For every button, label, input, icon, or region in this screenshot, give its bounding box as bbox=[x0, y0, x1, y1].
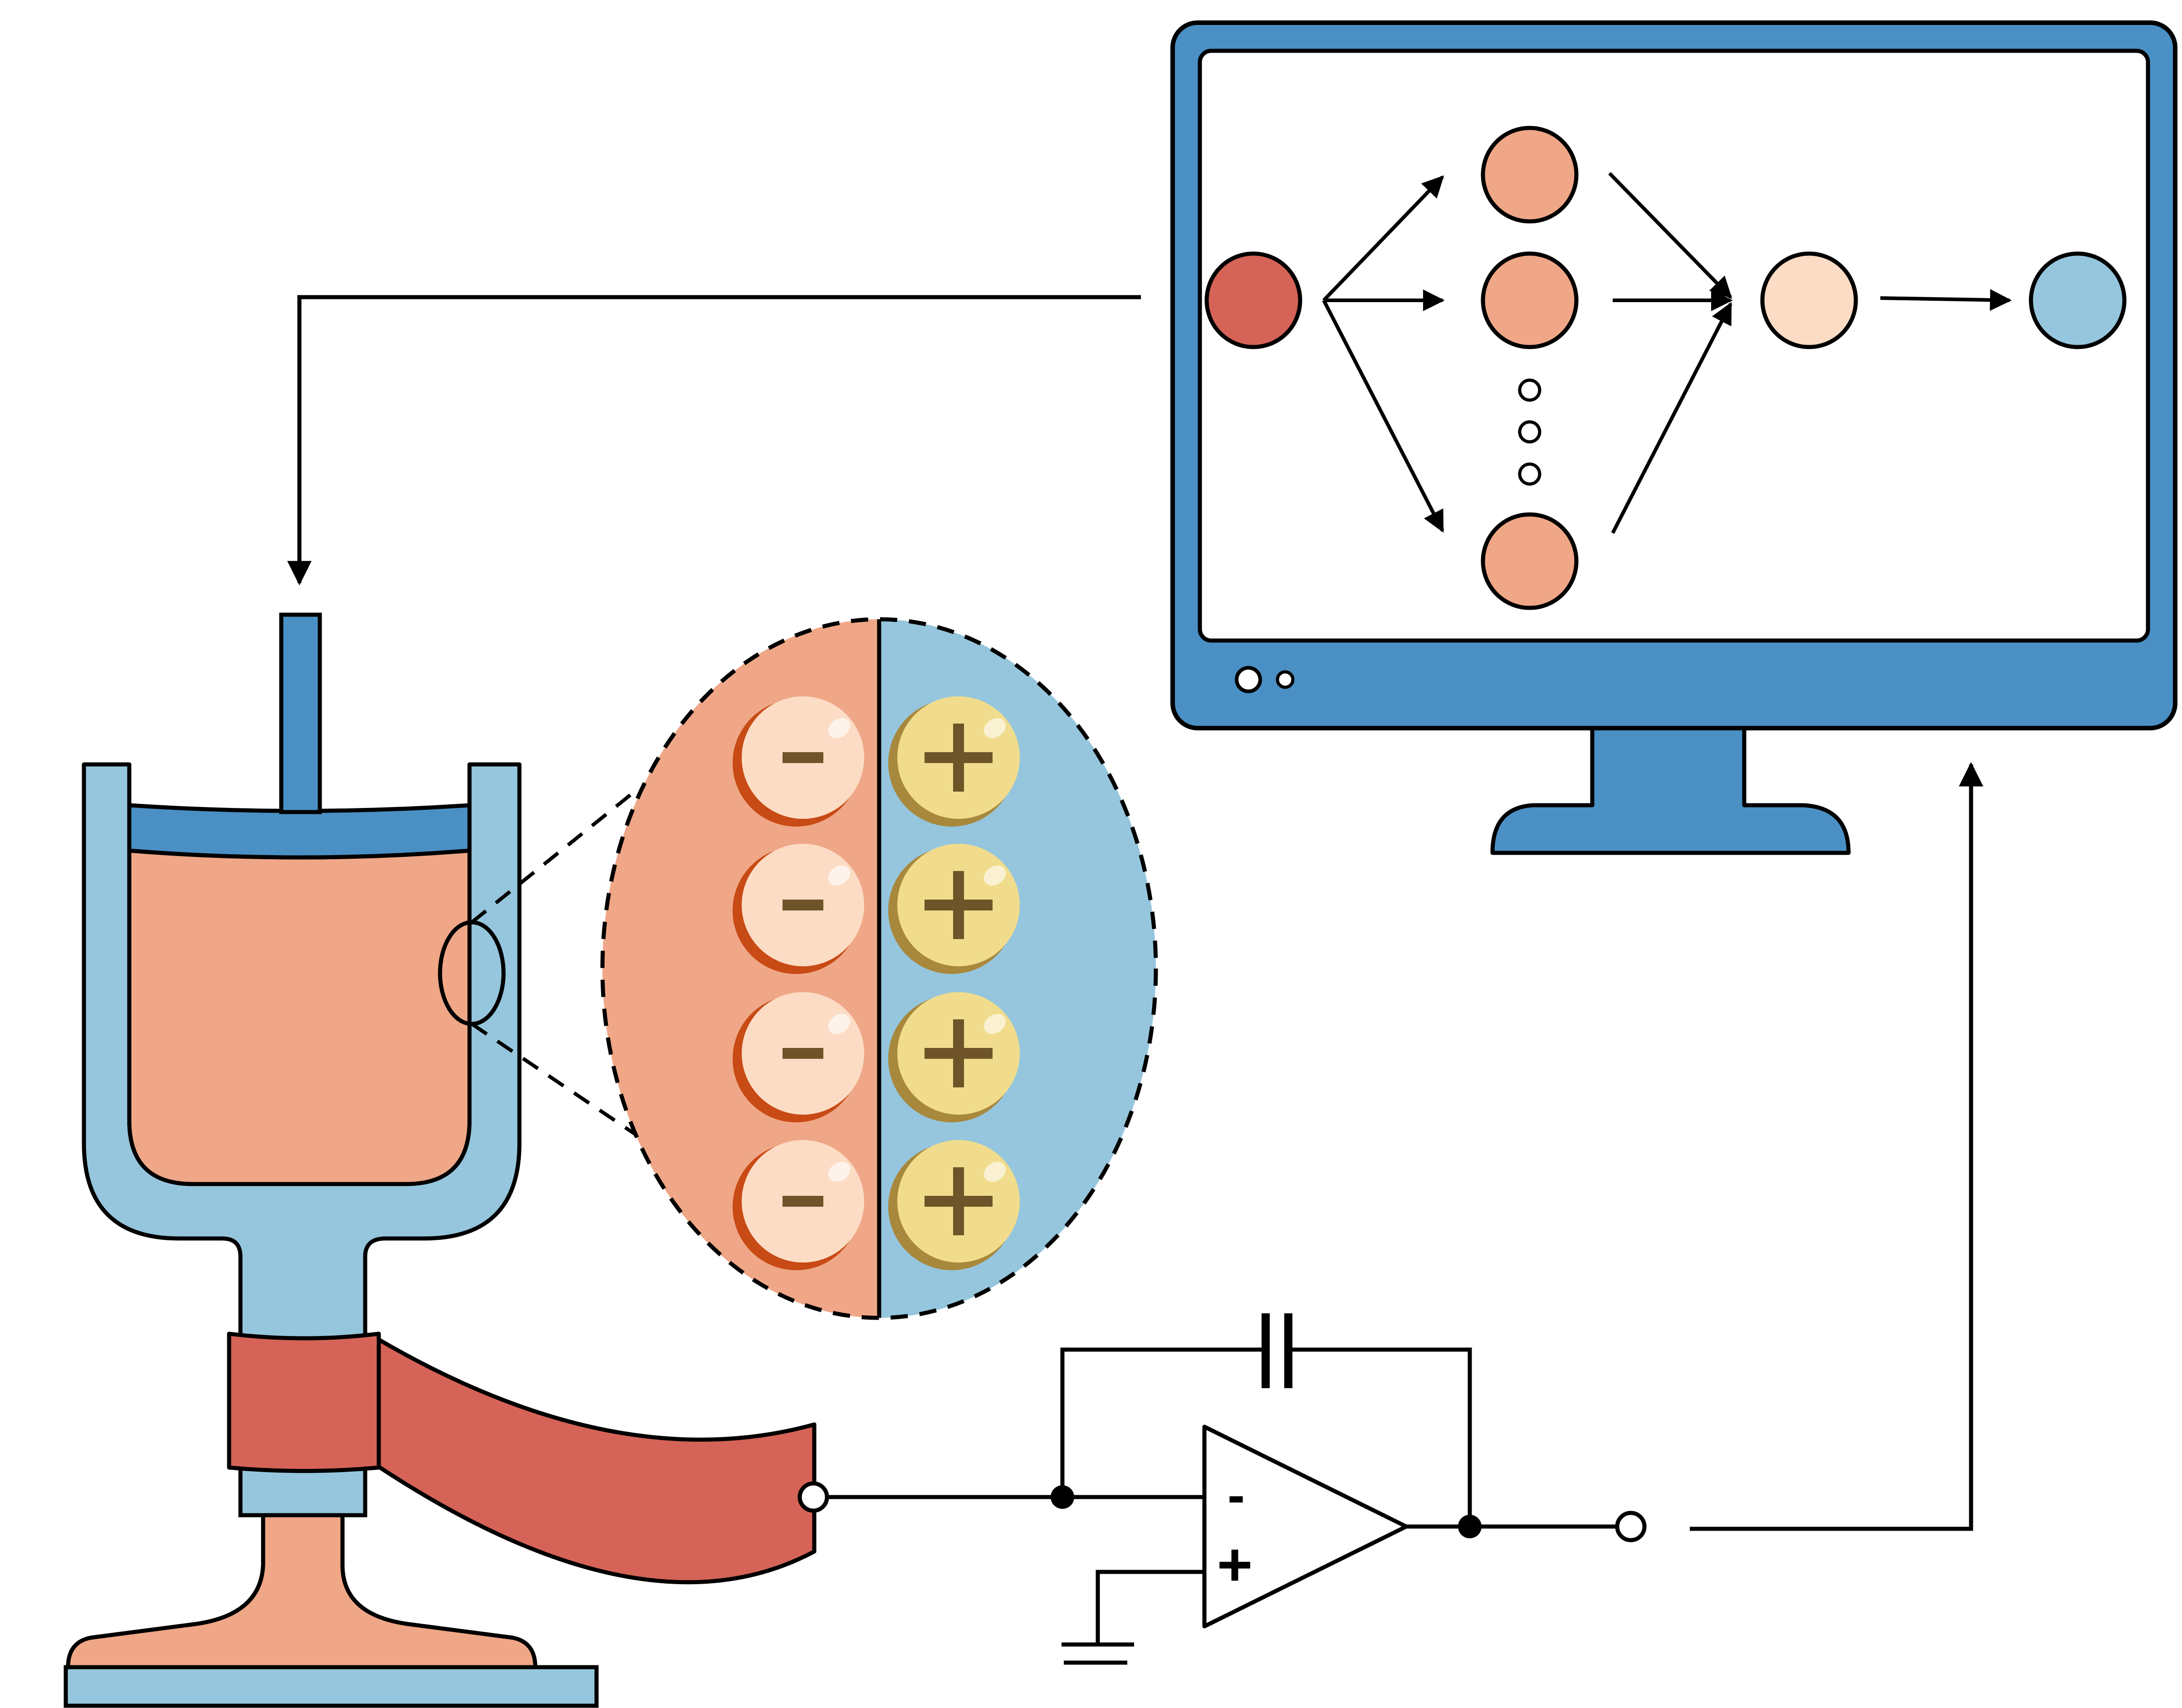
sensor-strap-tail bbox=[374, 1336, 817, 1585]
minus-sign bbox=[783, 752, 823, 763]
base-plate bbox=[64, 1665, 599, 1708]
monitor bbox=[1170, 20, 2177, 855]
hidden-node-1 bbox=[1481, 126, 1579, 224]
ellipsis-dot-3 bbox=[1518, 462, 1541, 486]
neural-network bbox=[1204, 126, 2127, 610]
feedback-wire-left bbox=[1060, 1347, 1266, 1497]
feedback-to-device-line bbox=[287, 295, 1141, 586]
input-junction bbox=[1051, 1485, 1074, 1509]
support-foot bbox=[66, 1506, 538, 1669]
zoom-guides bbox=[470, 788, 639, 1136]
feedback-wire-right bbox=[1288, 1347, 1472, 1527]
fluid-body bbox=[127, 848, 472, 1186]
charge-interface-zoom bbox=[600, 617, 1158, 1320]
monitor-screen bbox=[1198, 49, 2150, 643]
ellipsis-dot-2 bbox=[1518, 420, 1541, 444]
minus-sign bbox=[783, 900, 823, 910]
output-junction bbox=[1458, 1515, 1482, 1538]
piston-plate bbox=[127, 803, 472, 860]
output-terminal[interactable] bbox=[1615, 1511, 1647, 1542]
op-amp-triangle bbox=[1202, 1424, 1409, 1629]
negative-charge-highlight bbox=[828, 1013, 851, 1034]
edge-input-hidden1 bbox=[1322, 175, 1444, 302]
ground-wire bbox=[1096, 1570, 1204, 1644]
positive-charge-highlight bbox=[983, 1013, 1006, 1034]
triboelectric-device bbox=[64, 612, 817, 1708]
hidden-node-3 bbox=[1481, 512, 1579, 610]
zoom-guide-top bbox=[470, 788, 639, 924]
charge-particles bbox=[733, 696, 1020, 1270]
input-terminal[interactable] bbox=[797, 1481, 829, 1513]
output-node bbox=[2029, 251, 2127, 349]
non-inverting-input-sign: + bbox=[1217, 1530, 1253, 1599]
positive-charge bbox=[888, 844, 1020, 974]
positive-charge-highlight bbox=[983, 865, 1006, 886]
plus-sign-vertical bbox=[953, 724, 964, 792]
merge-node bbox=[1760, 251, 1858, 349]
negative-charge bbox=[733, 844, 864, 974]
hidden-node-2 bbox=[1481, 251, 1579, 349]
plus-sign-vertical bbox=[953, 1167, 964, 1235]
negative-charge-highlight bbox=[828, 718, 851, 739]
negative-charge bbox=[733, 1140, 864, 1270]
op-amp-circuit bbox=[827, 1313, 1617, 1665]
power-button[interactable] bbox=[1235, 666, 1262, 693]
plus-sign-vertical bbox=[953, 871, 964, 939]
edge-merge-output bbox=[1880, 289, 2012, 311]
negative-charge bbox=[733, 696, 864, 827]
indicator-light bbox=[1276, 670, 1295, 689]
inverting-input-sign: - bbox=[1228, 1466, 1245, 1524]
sensor-strap-band bbox=[227, 1331, 381, 1473]
negative-charge-highlight bbox=[828, 865, 851, 886]
edge-hidden3-merge bbox=[1611, 302, 1732, 534]
positive-charge bbox=[888, 992, 1020, 1122]
input-node bbox=[1204, 251, 1302, 349]
negative-charge-highlight bbox=[828, 1161, 851, 1182]
positive-charge bbox=[888, 1140, 1020, 1270]
plus-sign-vertical bbox=[953, 1019, 964, 1087]
edge-hidden1-merge bbox=[1608, 172, 1732, 299]
positive-charge-highlight bbox=[983, 1161, 1006, 1182]
signal-to-monitor-line bbox=[1690, 762, 1983, 1531]
zoom-guide-bottom bbox=[470, 1022, 636, 1136]
negative-charge bbox=[733, 992, 864, 1122]
piston-rod bbox=[279, 612, 322, 814]
minus-sign bbox=[783, 1048, 823, 1059]
network-edges bbox=[1322, 172, 2012, 534]
ellipsis-dot-1 bbox=[1518, 378, 1541, 402]
edge-input-hidden3 bbox=[1322, 299, 1444, 533]
zoom-ellipse-border bbox=[600, 617, 1158, 1320]
positive-charge bbox=[888, 696, 1020, 827]
positive-charge-highlight bbox=[983, 718, 1006, 739]
monitor-stand bbox=[1490, 724, 1851, 855]
connection-lines bbox=[287, 295, 1983, 1531]
minus-sign bbox=[783, 1196, 823, 1207]
